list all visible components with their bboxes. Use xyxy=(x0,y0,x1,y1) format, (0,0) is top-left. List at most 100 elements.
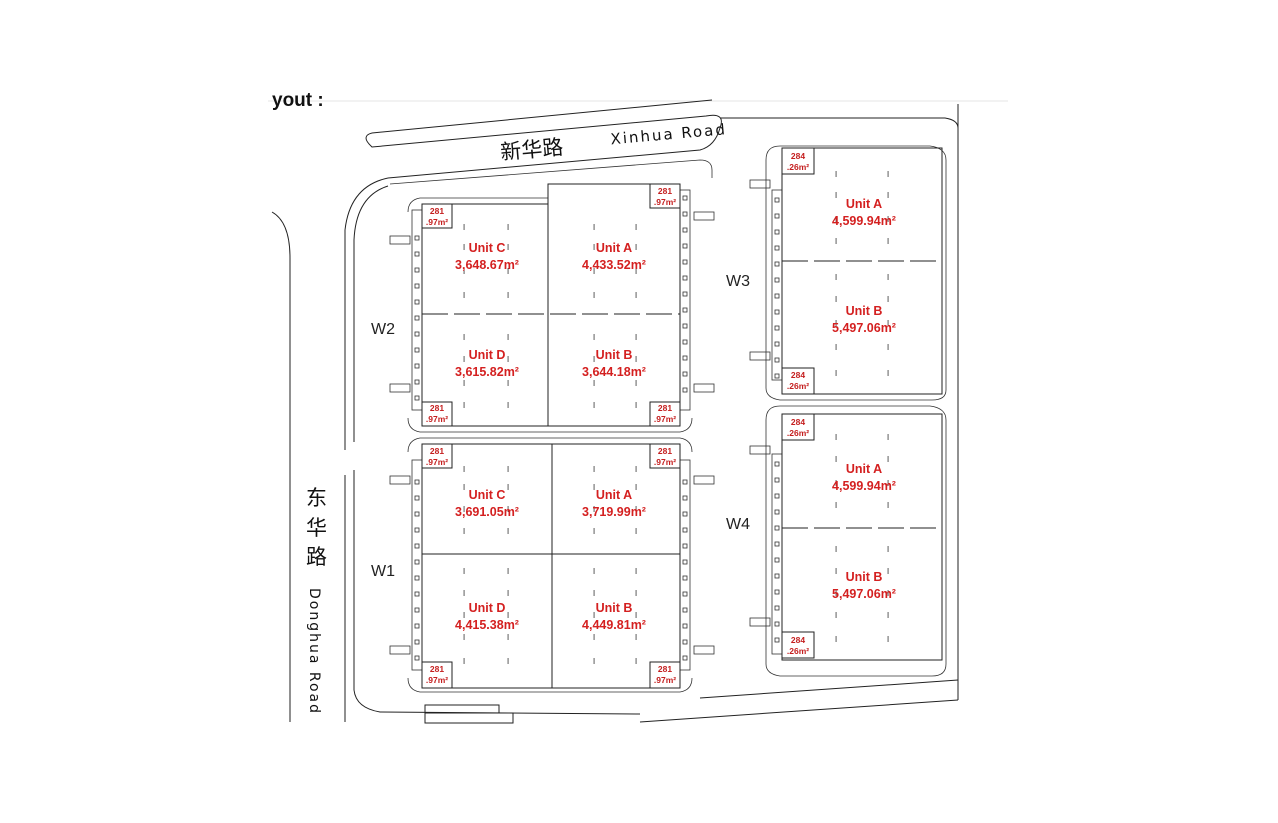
column-marker: I xyxy=(593,483,595,492)
dock-door-marker xyxy=(414,347,420,353)
dock-door-marker xyxy=(774,293,780,299)
dock-door-marker xyxy=(682,339,688,345)
column-marker: I xyxy=(635,483,637,492)
column-marker: I xyxy=(507,355,509,364)
column-marker: I xyxy=(835,455,837,464)
dock-door-marker xyxy=(774,277,780,283)
dock-door-marker xyxy=(414,267,420,273)
column-marker: I xyxy=(463,333,465,342)
column-marker: I xyxy=(507,589,509,598)
column-marker: I xyxy=(635,527,637,536)
column-marker: I xyxy=(463,291,465,300)
column-marker: I xyxy=(887,501,889,510)
unit-name: Unit B xyxy=(596,601,633,615)
dock-door-marker xyxy=(414,575,420,581)
dock-door-marker xyxy=(414,251,420,257)
dock-door-marker xyxy=(414,479,420,485)
warehouse-label-w3: W3 xyxy=(726,273,750,290)
column-marker: I xyxy=(835,501,837,510)
unit-name: Unit D xyxy=(469,348,506,362)
dock-markers xyxy=(414,195,780,661)
column-marker: I xyxy=(593,611,595,620)
column-marker: I xyxy=(507,611,509,620)
column-marker: I xyxy=(635,355,637,364)
column-marker: I xyxy=(835,215,837,224)
column-marker: I xyxy=(635,379,637,388)
warehouse-label-w4: W4 xyxy=(726,516,750,533)
dock-door-marker xyxy=(774,357,780,363)
dock-door-marker xyxy=(774,573,780,579)
xinhua-road-en-label: Xinhua Road xyxy=(610,120,728,148)
corner-area-unit: .97m² xyxy=(426,414,448,424)
column-marker: I xyxy=(635,657,637,666)
column-marker: I xyxy=(593,355,595,364)
unit-area: 4,599.94m² xyxy=(832,479,896,493)
unit-area: 5,497.06m² xyxy=(832,587,896,601)
donghua-road-en-label: Donghua Road xyxy=(306,588,322,715)
dock-door-marker xyxy=(774,605,780,611)
column-marker: I xyxy=(635,267,637,276)
column-marker: I xyxy=(887,611,889,620)
column-marker: I xyxy=(507,267,509,276)
column-marker: I xyxy=(507,333,509,342)
column-markers: I I I I I I I I I I I I I I I I I I I I I I I I I I I I I I I I I I I I I I I I… xyxy=(463,170,889,666)
dock-door-marker xyxy=(414,591,420,597)
dock-door-marker xyxy=(774,493,780,499)
unit-area: 4,599.94m² xyxy=(832,214,896,228)
dock-door-marker xyxy=(774,557,780,563)
dock-door-marker xyxy=(414,495,420,501)
corner-area-number: 281 xyxy=(430,206,444,216)
column-marker: I xyxy=(593,401,595,410)
corner-area-number: 284 xyxy=(791,417,805,427)
dock-door-marker xyxy=(774,309,780,315)
warehouse-w4 xyxy=(749,405,947,677)
dock-door-marker xyxy=(774,541,780,547)
column-marker: I xyxy=(463,527,465,536)
unit-area: 4,433.52m² xyxy=(582,258,646,272)
warehouse-w2 xyxy=(389,183,715,433)
column-marker: I xyxy=(635,333,637,342)
column-marker: I xyxy=(635,401,637,410)
warehouse-label-w1: W1 xyxy=(371,563,395,580)
corner-area-unit: .26m² xyxy=(787,428,809,438)
unit-name: Unit B xyxy=(846,304,883,318)
column-marker: I xyxy=(463,267,465,276)
dock-door-marker xyxy=(774,589,780,595)
dock-door-marker xyxy=(414,511,420,517)
column-marker: I xyxy=(593,589,595,598)
dock-door-marker xyxy=(682,607,688,613)
column-marker: I xyxy=(835,191,837,200)
unit-name: Unit D xyxy=(469,601,506,615)
corner-area-number: 281 xyxy=(658,186,672,196)
corner-area-number: 281 xyxy=(430,446,444,456)
column-marker: I xyxy=(507,465,509,474)
road-network xyxy=(271,99,959,724)
dock-door-marker xyxy=(682,275,688,281)
unit-name: Unit A xyxy=(596,488,632,502)
unit-area: 3,644.18m² xyxy=(582,365,646,379)
column-marker: I xyxy=(635,567,637,576)
column-marker: I xyxy=(887,191,889,200)
corner-area-number: 281 xyxy=(430,403,444,413)
column-marker: I xyxy=(463,355,465,364)
dock-door-marker xyxy=(774,197,780,203)
column-marker: I xyxy=(887,343,889,352)
dock-door-marker xyxy=(414,235,420,241)
dock-door-marker xyxy=(682,543,688,549)
column-marker: I xyxy=(593,379,595,388)
column-marker: I xyxy=(635,633,637,642)
dock-door-marker xyxy=(414,299,420,305)
column-marker: I xyxy=(835,237,837,246)
column-marker: I xyxy=(593,223,595,232)
unit-name: Unit A xyxy=(846,197,882,211)
dock-door-marker xyxy=(682,291,688,297)
column-marker: I xyxy=(835,343,837,352)
xinhua-road-cn-label: 新华路 xyxy=(499,135,564,164)
column-marker: I xyxy=(507,657,509,666)
column-marker: I xyxy=(887,545,889,554)
corner-area-unit: .97m² xyxy=(654,414,676,424)
column-marker: I xyxy=(635,243,637,252)
corner-area-unit: .26m² xyxy=(787,162,809,172)
unit-area: 3,691.05m² xyxy=(455,505,519,519)
dock-door-marker xyxy=(414,655,420,661)
